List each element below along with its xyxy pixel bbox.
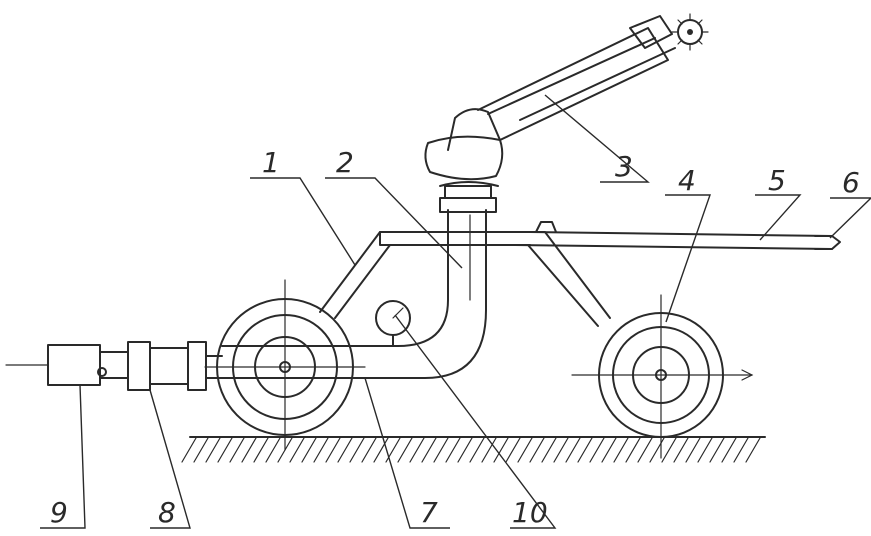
ground-hatch-line (253, 437, 269, 463)
ground-hatch-line (541, 437, 557, 463)
ground-hatch-line (265, 437, 281, 463)
water-pipe (221, 181, 499, 379)
ground-hatch-line (649, 437, 665, 463)
ground-hatch-line (337, 437, 353, 463)
ground-hatch-line (205, 437, 221, 463)
label-6: 6 (842, 166, 860, 199)
label-2: 2 (336, 146, 354, 179)
ground-hatch-line (385, 437, 401, 463)
ground-hatch-line (325, 437, 341, 463)
label-10: 10 (512, 496, 548, 529)
ground-hatch-line (289, 437, 305, 463)
label-8: 8 (158, 496, 176, 529)
label-4: 4 (678, 164, 696, 197)
part-labels: 1 2 3 4 5 6 7 8 9 10 (50, 146, 860, 529)
ground-hatch-line (721, 437, 737, 463)
ground-hatch-line (457, 437, 473, 463)
ground-hatch-line (517, 437, 533, 463)
ground-hatch-line (445, 437, 461, 463)
ground-hatch-line (613, 437, 629, 463)
ground-hatch-line (193, 437, 209, 463)
ground-hatch-line (481, 437, 497, 463)
label-1: 1 (262, 146, 280, 179)
ground-hatch-line (349, 437, 365, 463)
ground-hatch-line (625, 437, 641, 463)
ground-hatch-line (421, 437, 437, 463)
ground-hatch-line (637, 437, 653, 463)
ground-hatch-line (241, 437, 257, 463)
ground-hatch-line (601, 437, 617, 463)
label-5: 5 (768, 164, 786, 197)
ground-hatch-line (373, 437, 389, 463)
ground-hatch-line (505, 437, 521, 463)
ground-hatch-line (661, 437, 677, 463)
ground-hatch-line (565, 437, 581, 463)
sprinkler-gun (424, 13, 709, 181)
label-9: 9 (50, 496, 68, 529)
front-wheel (571, 294, 754, 459)
ground-hatch-line (697, 437, 713, 463)
ground-hatch-line (313, 437, 329, 463)
ground-hatch-line (709, 437, 725, 463)
ground-hatch-line (493, 437, 509, 463)
label-7: 7 (420, 496, 438, 529)
ground-hatch-line (409, 437, 425, 463)
ground-hatch-line (589, 437, 605, 463)
ground-hatch-line (361, 437, 377, 463)
ground-hatch-line (673, 437, 689, 463)
ground-hatch-line (733, 437, 749, 463)
ground-hatch-line (577, 437, 593, 463)
pressure-gauge (375, 300, 411, 347)
ground (181, 436, 766, 463)
ground-hatch-line (217, 437, 233, 463)
ground-hatch-line (745, 437, 761, 463)
ground-hatch-line (229, 437, 245, 463)
ground-hatch-line (301, 437, 317, 463)
ground-hatch-line (181, 437, 197, 463)
ground-hatch-line (397, 437, 413, 463)
leader-lines (40, 94, 871, 529)
label-3: 3 (615, 150, 633, 183)
ground-hatch-line (529, 437, 545, 463)
hose-inlet (5, 341, 223, 391)
ground-hatch-line (553, 437, 569, 463)
frame (319, 221, 841, 327)
ground-hatch-line (469, 437, 485, 463)
ground-hatch-line (685, 437, 701, 463)
ground-hatch-line (433, 437, 449, 463)
rear-wheel (204, 279, 366, 451)
